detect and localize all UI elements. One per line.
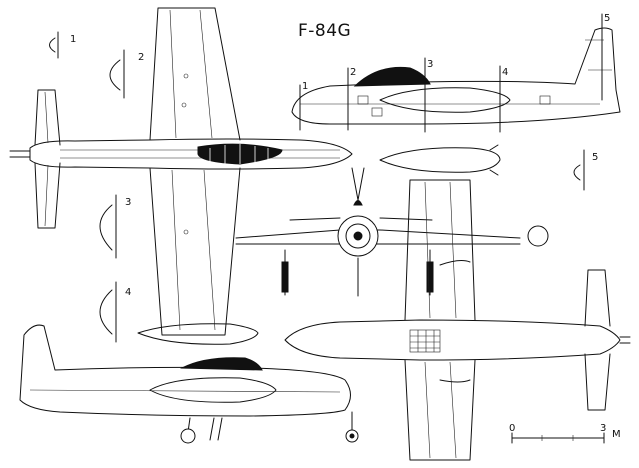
side-view-upper <box>291 13 621 133</box>
section-label-2: 2 <box>138 52 145 63</box>
scale-bar <box>511 432 605 444</box>
station-label-1: 1 <box>302 81 309 92</box>
aircraft-title: F-84G <box>298 21 352 41</box>
drop-tank-view <box>379 144 501 176</box>
scale-end-label: 3 <box>600 423 607 434</box>
scale-unit-label: M <box>612 429 621 440</box>
station-label-5: 5 <box>604 13 611 24</box>
plan-view <box>9 7 353 345</box>
cross-sections <box>49 31 585 343</box>
section-label-1: 1 <box>70 34 77 45</box>
section-label-3: 3 <box>125 197 132 208</box>
station-label-3: 3 <box>427 59 434 70</box>
front-view <box>235 167 549 297</box>
side-view-lower <box>19 324 359 444</box>
scale-start-label: 0 <box>509 423 516 434</box>
station-label-2: 2 <box>350 67 357 78</box>
section-label-4: 4 <box>125 287 132 298</box>
under-view <box>284 179 631 461</box>
section-label-5: 5 <box>592 152 599 163</box>
station-label-4: 4 <box>502 67 509 78</box>
